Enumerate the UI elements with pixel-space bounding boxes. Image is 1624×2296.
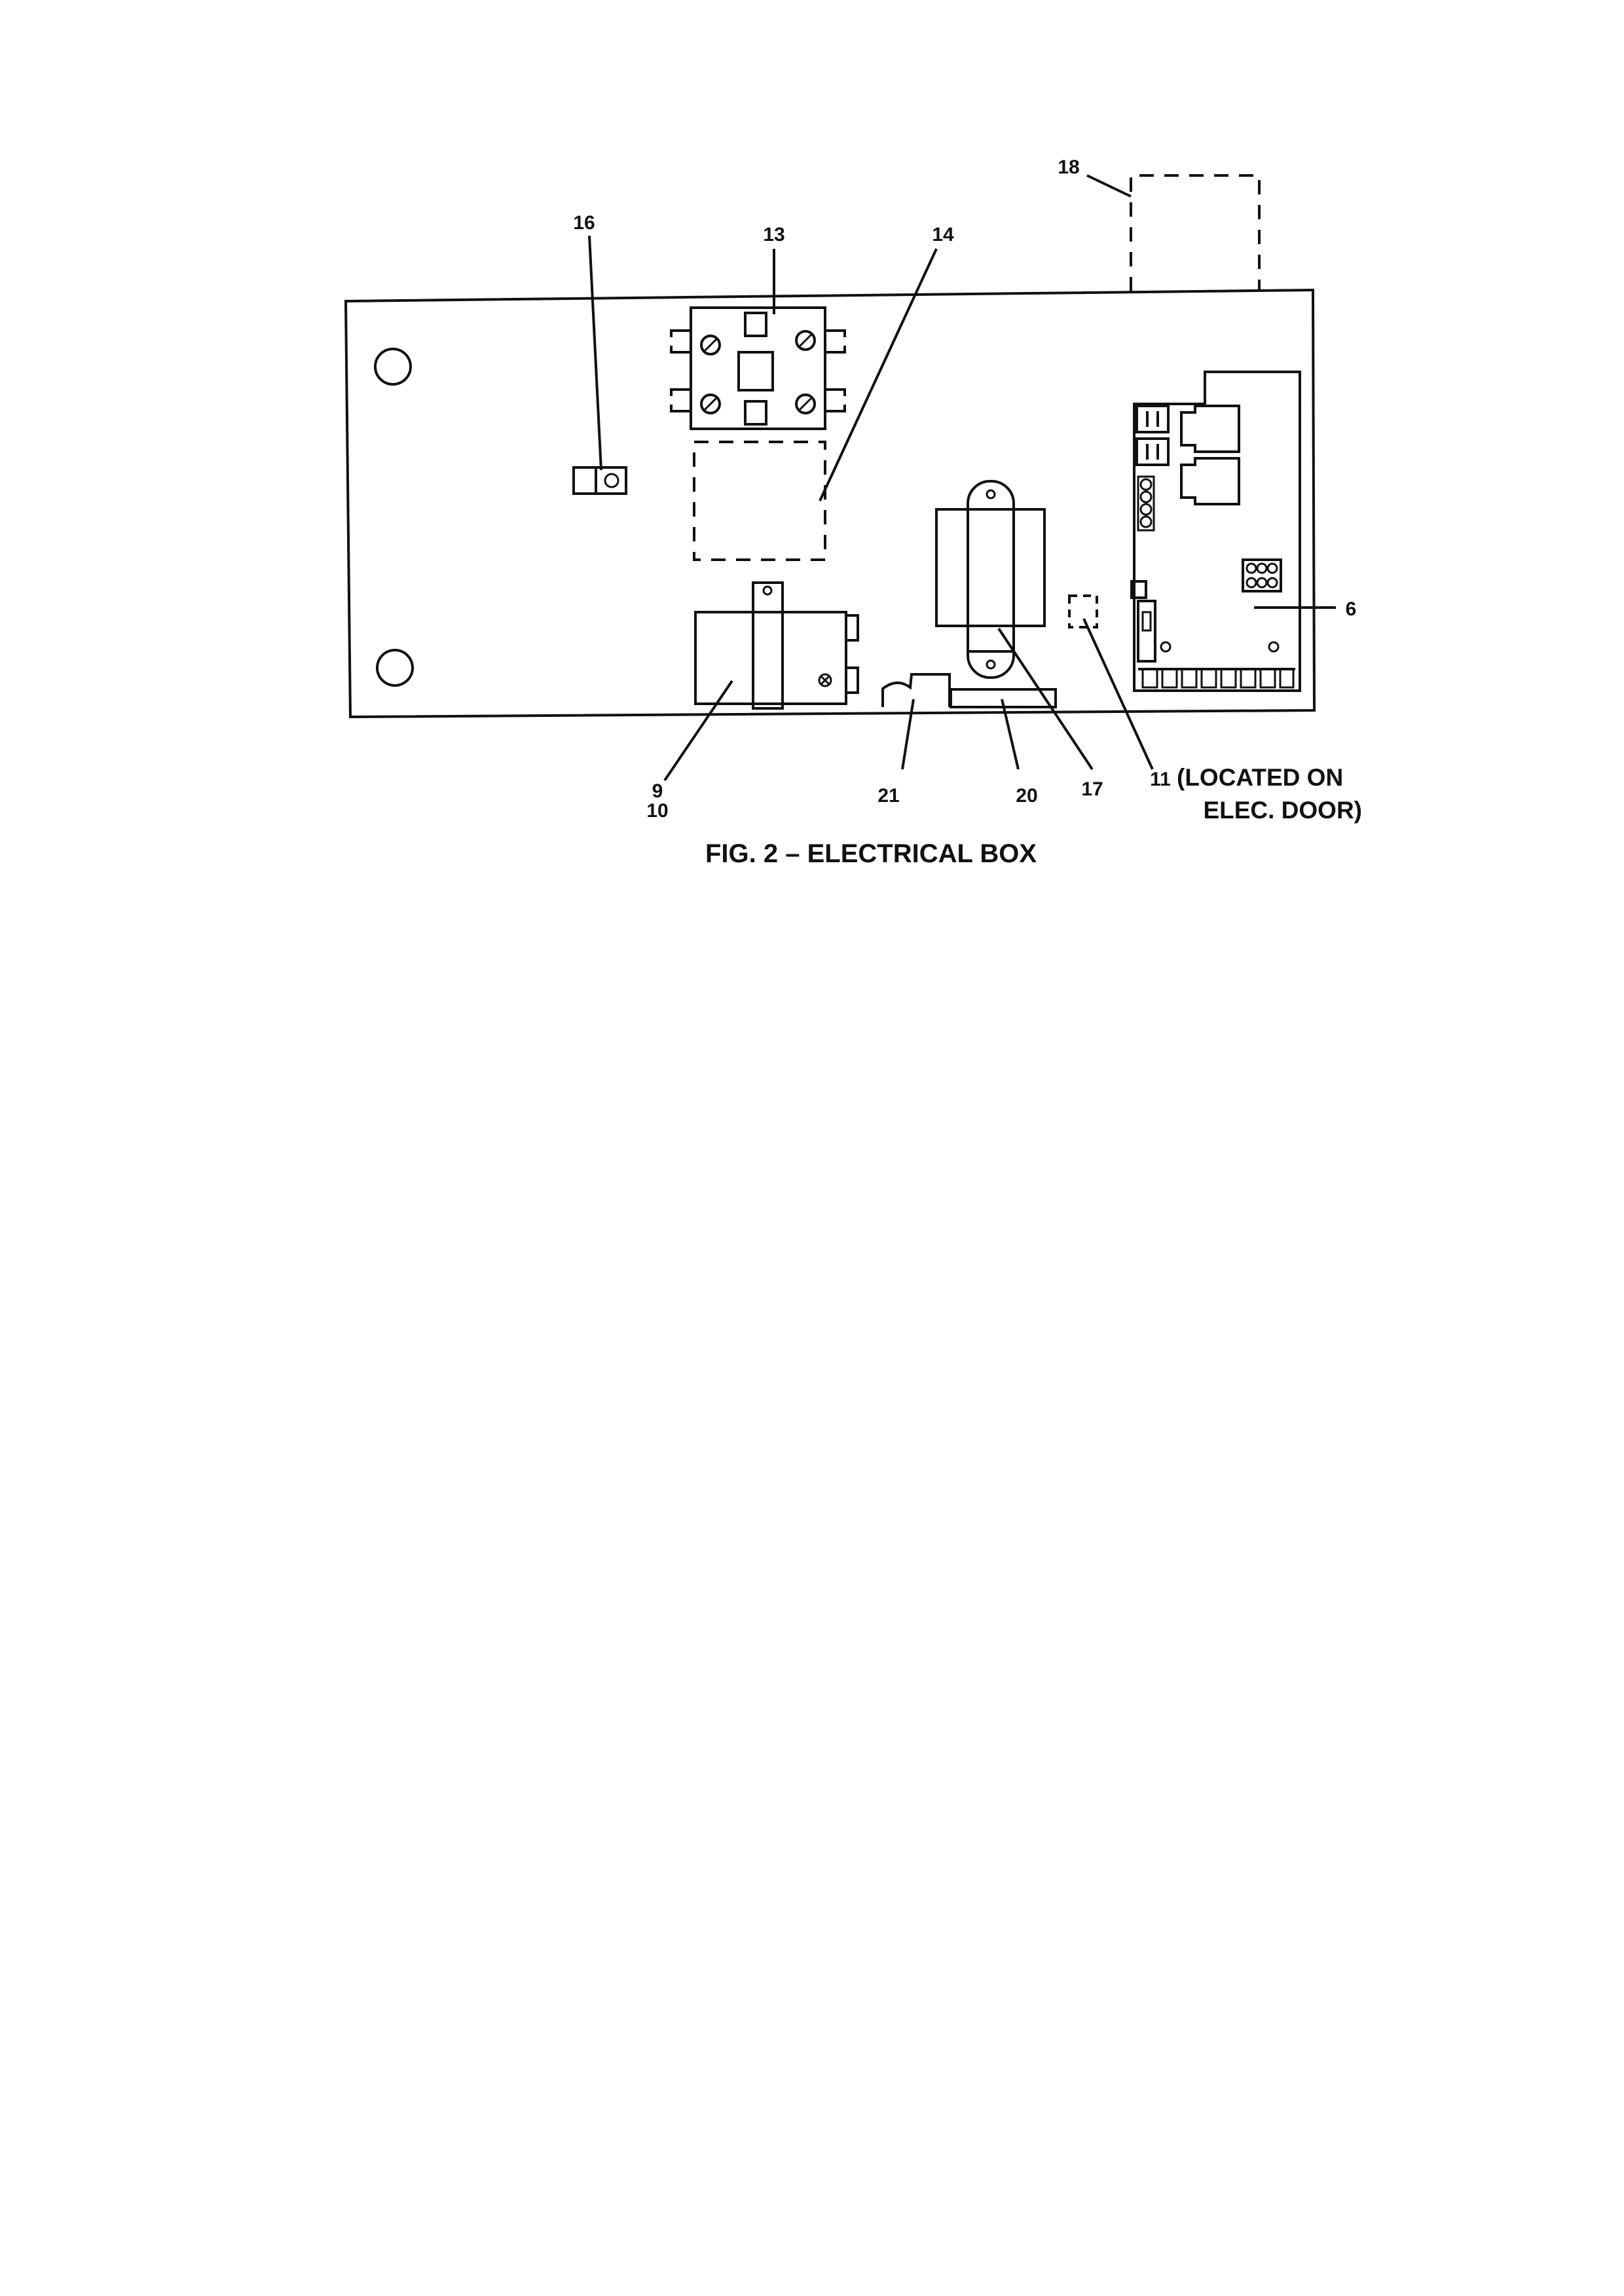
part-14-outline [693,441,826,561]
mounting-hole-bottom [376,649,414,687]
part-18-outline [1130,174,1261,291]
callout-14: 14 [932,224,954,246]
leader-21 [901,699,915,770]
callout-6: 6 [1346,598,1357,620]
callout-13: 13 [763,224,784,246]
part-16-terminal [572,466,627,495]
callout-9: 9 [652,780,663,802]
leader-18 [1086,174,1132,198]
callout-18: 18 [1058,156,1079,178]
leader-16 [588,235,602,471]
leader-17 [997,627,1094,771]
callout-10: 10 [646,800,668,822]
callout-21: 21 [877,785,899,807]
part-17-transformer [935,480,1046,679]
note-located-line1: (LOCATED ON [1177,764,1343,791]
part-6-control-board [1130,371,1301,692]
leader-20 [1001,699,1020,770]
callout-20: 20 [1016,785,1037,807]
figure-title: FIG. 2 – ELECTRICAL BOX [705,839,1037,868]
note-located-line2: ELEC. DOOR) [1203,797,1362,824]
part-21-component [881,673,951,707]
callout-11: 11 [1150,769,1171,790]
part-9-10-relay [694,581,859,710]
electrical-box-panel [344,288,1316,719]
part-11-outline [1068,594,1098,629]
leader-9-10 [663,680,733,782]
mounting-hole-top [374,348,412,386]
leader-14 [819,248,938,501]
callout-17: 17 [1081,778,1103,800]
part-13-contactor [670,306,846,430]
leader-11 [1082,618,1154,770]
callout-16: 16 [573,212,595,234]
